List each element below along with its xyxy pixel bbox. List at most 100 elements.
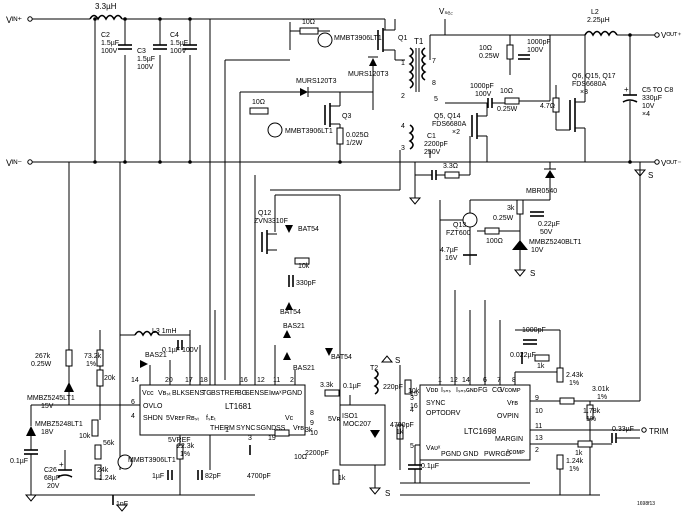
svg-text:Q5, Q14: Q5, Q14 — [434, 113, 461, 120]
svg-text:11: 11 — [273, 377, 280, 384]
svg-text:C4: C4 — [170, 32, 179, 39]
svg-text:100V: 100V — [527, 47, 544, 54]
left-input-network: 267k 0.25W 73.2k 1% 20k 10k MMBZ5245LT1 … — [10, 162, 271, 512]
svg-text:1000pF: 1000pF — [470, 83, 494, 90]
svg-text:3.3k: 3.3k — [320, 382, 334, 389]
resistor-1k-fb — [534, 354, 550, 362]
svg-text:1µF: 1µF — [152, 473, 164, 480]
svg-text:×3: ×3 — [580, 89, 588, 96]
svg-text:16: 16 — [240, 377, 248, 384]
svg-text:MURS120T3: MURS120T3 — [296, 78, 337, 85]
svg-text:1/2W: 1/2W — [346, 140, 363, 147]
svg-text:16: 16 — [410, 403, 418, 410]
svg-text:22.3k: 22.3k — [177, 443, 195, 450]
svg-text:4.7µF: 4.7µF — [440, 247, 458, 254]
svg-text:SENS: SENS — [185, 390, 204, 397]
svg-text:T2: T2 — [370, 365, 378, 372]
transistor-mmbt3906-low — [117, 454, 133, 470]
resistor-3-3ohm — [444, 171, 460, 179]
resistor-snubber-1 — [506, 44, 514, 60]
ltc1698-right-pins: Vғʙ OVPIN MARGIN Iᴄᴏᴍᴘ — [495, 400, 525, 456]
svg-text:MMBZ5245LT1: MMBZ5245LT1 — [27, 395, 75, 402]
svg-text:10Ω: 10Ω — [294, 454, 307, 461]
svg-text:10V: 10V — [642, 103, 655, 110]
svg-text:56k: 56k — [103, 440, 115, 447]
svg-text:SYNC: SYNC — [236, 425, 255, 432]
svg-text:Vғʙ: Vғʙ — [507, 400, 518, 407]
resistor-56k — [94, 444, 102, 460]
svg-text:12: 12 — [450, 377, 458, 384]
diode-bas21-c — [283, 352, 291, 360]
svg-text:ZVN3310F: ZVN3310F — [254, 218, 288, 225]
vsec-label: Vₛₑ꜀ — [439, 7, 453, 16]
svg-text:1.24k: 1.24k — [99, 475, 117, 482]
svg-text:1000pF: 1000pF — [527, 39, 551, 46]
lt1681-title: LT1681 — [225, 402, 252, 411]
svg-text:BAT54: BAT54 — [331, 354, 352, 361]
output-cap-labels: C5 TO C8 330µF 10V ×4 — [642, 87, 673, 118]
svg-text:Iₛₙₛɢɴᴅ: Iₛₙₛɢɴᴅ — [456, 387, 478, 394]
transformer-t1-aux — [408, 124, 414, 150]
svg-text:OVLO: OVLO — [143, 403, 163, 410]
svg-text:SENSE: SENSE — [245, 390, 269, 397]
vin-pos-label: Vᴵᴺ⁺ — [6, 15, 22, 25]
transistor-mmbt3906-top — [317, 32, 333, 48]
svg-text:S: S — [395, 356, 400, 365]
svg-text:SYNC: SYNC — [426, 400, 445, 407]
svg-text:0.1µF: 0.1µF — [421, 463, 439, 470]
svg-text:0.25W: 0.25W — [497, 106, 518, 113]
transistor-mmbt3906-mid — [267, 122, 283, 138]
svg-text:1.5µF: 1.5µF — [170, 40, 188, 47]
vin-pos-terminal — [27, 16, 33, 22]
svg-text:100Ω: 100Ω — [486, 238, 503, 245]
svg-text:50V: 50V — [540, 229, 553, 236]
svg-text:3.01k: 3.01k — [592, 386, 610, 393]
svg-text:MMBZ5248LT1: MMBZ5248LT1 — [35, 421, 83, 428]
diode-murs120-a — [369, 58, 377, 66]
vout-pos-terminal — [654, 32, 660, 38]
svg-text:MMBT3906LT1: MMBT3906LT1 — [285, 128, 333, 135]
svg-text:0.1µF 100V: 0.1µF 100V — [162, 347, 199, 354]
resistor-3k-bias — [516, 199, 524, 215]
transformer-pin-numbers: 7 8 5 1 2 4 3 — [401, 58, 438, 152]
svg-text:5VREF: 5VREF — [168, 437, 191, 444]
svg-text:Vғʙ: Vғʙ — [293, 425, 304, 432]
svg-text:14: 14 — [462, 377, 470, 384]
svg-text:13: 13 — [535, 435, 543, 442]
q1-label: Q1 — [398, 35, 407, 42]
svg-text:10k: 10k — [298, 263, 310, 270]
svg-text:1k: 1k — [537, 363, 545, 370]
svg-text:1k: 1k — [338, 475, 346, 482]
svg-text:2: 2 — [290, 377, 294, 384]
svg-text:BAS21: BAS21 — [145, 352, 167, 359]
svg-text:330µF: 330µF — [642, 95, 662, 102]
resistor-10ohm-q3 — [249, 107, 269, 115]
svg-text:2.25µH: 2.25µH — [587, 17, 610, 24]
svg-text:BSTREF: BSTREF — [211, 390, 239, 397]
svg-text:2: 2 — [401, 93, 405, 100]
primary-switch-section: 10Ω MMBT3906LT1 Q1 MURS120T3 MURS120T3 T… — [209, 19, 438, 470]
vout-pos-label: Vᴼᵁᵀ⁺ — [661, 31, 682, 40]
svg-text:5: 5 — [410, 443, 414, 450]
svg-text:OVPIN: OVPIN — [497, 413, 519, 420]
svg-text:Q12: Q12 — [258, 210, 271, 217]
svg-text:4: 4 — [401, 123, 405, 130]
svg-text:BLK: BLK — [172, 390, 186, 397]
svg-text:0.022µF: 0.022µF — [510, 352, 536, 359]
svg-text:Iᴍᴀˣ: Iᴍᴀˣ — [269, 390, 282, 397]
svg-text:19: 19 — [268, 435, 276, 442]
svg-text:10: 10 — [535, 408, 543, 415]
svg-text:9: 9 — [535, 395, 539, 402]
output-inductor-l2 — [584, 30, 618, 37]
svg-text:8: 8 — [432, 80, 436, 87]
ltc1698-top-pins: Vᴅᴅ Iₛₙₛ Iₛₙₛɢɴᴅ FG CG Vᴄᴏᴍᴘ — [426, 387, 521, 394]
svg-text:BAT54: BAT54 — [280, 309, 301, 316]
q12-bat54-section: Q12 ZVN3310F BAT54 10k 330pF BAT54 BAT54 — [254, 194, 352, 405]
svg-text:C1: C1 — [427, 133, 436, 140]
q6-q15-q17-labels: Q6, Q15, Q17 FDS6680A ×3 — [572, 73, 616, 96]
svg-text:7: 7 — [497, 377, 501, 384]
svg-text:MBR0540: MBR0540 — [526, 188, 557, 195]
lt1681-bottom-pin-numbers: 6 4 1 3 19 8 9 10 — [131, 399, 318, 442]
svg-text:9: 9 — [310, 420, 314, 427]
trim-terminal[interactable] — [641, 427, 647, 433]
